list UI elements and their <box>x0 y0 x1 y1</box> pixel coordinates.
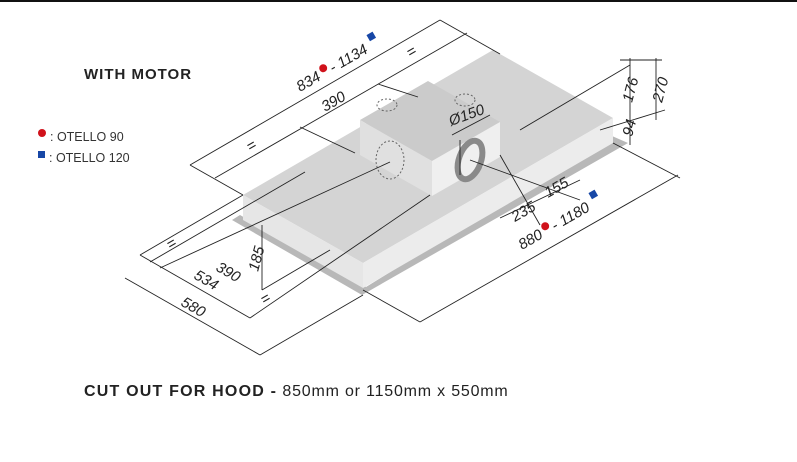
dim-top-length: 834 - 1134 <box>294 31 377 95</box>
blue-square-icon <box>38 150 45 158</box>
dim-94: 94 <box>619 118 640 139</box>
motor-box-front-side <box>432 122 500 196</box>
top-border <box>0 0 797 2</box>
dim-1134: - 1134 <box>326 41 370 76</box>
hood-body-front-side <box>363 118 613 288</box>
blue-square-icon <box>366 31 377 42</box>
dim-equal: = <box>404 42 420 61</box>
dim-270: 270 <box>649 75 672 105</box>
cutout-label: CUT OUT FOR HOOD - <box>84 383 278 400</box>
red-dot-icon <box>38 129 46 137</box>
legend-item-otello-90: : OTELLO 90 <box>38 129 124 144</box>
dim-1180: - 1180 <box>548 199 593 235</box>
motor-box-left-side <box>360 120 432 196</box>
dim-equal: = <box>164 234 180 253</box>
dim-185: 185 <box>245 244 268 273</box>
dim-equal: = <box>258 289 274 308</box>
duct-hidden-back-right <box>454 93 476 107</box>
duct-hidden-left <box>375 140 405 180</box>
hood-body-left-side <box>243 195 363 288</box>
dimension-lines <box>124 19 681 356</box>
dim-176: 176 <box>619 75 642 104</box>
dim-580: 580 <box>178 294 209 322</box>
legend-label: : OTELLO 90 <box>50 130 124 144</box>
dim-834: 834 <box>294 68 324 95</box>
dim-880: 880 <box>516 226 547 254</box>
duct-hidden-back-left <box>376 98 398 112</box>
dim-390-top: 390 <box>319 88 350 116</box>
dim-equal: = <box>244 136 260 155</box>
red-dot-icon <box>541 222 550 231</box>
cutout-note: CUT OUT FOR HOOD - 850mm or 1150mm x 550… <box>84 383 509 401</box>
cutout-value: 850mm or 1150mm x 550mm <box>277 383 509 400</box>
blue-square-icon <box>588 189 599 200</box>
legend-label: : OTELLO 120 <box>49 151 130 165</box>
diagram-title: WITH MOTOR <box>84 66 193 83</box>
red-dot-icon <box>319 64 328 73</box>
legend-item-otello-120: : OTELLO 120 <box>38 150 130 165</box>
